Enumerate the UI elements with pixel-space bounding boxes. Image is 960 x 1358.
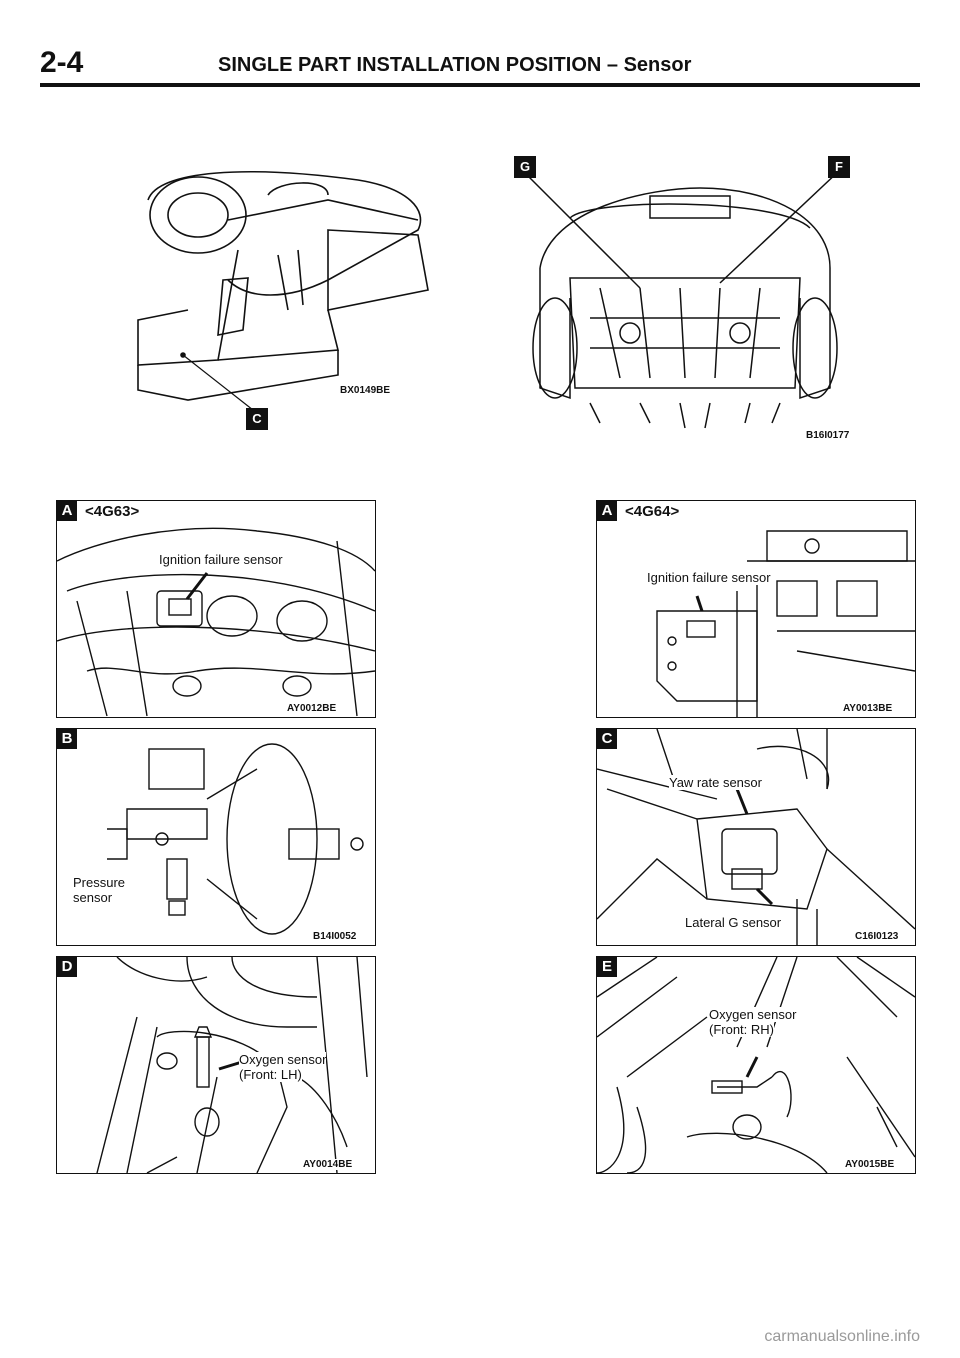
engine-4g64-illustration xyxy=(656,530,915,717)
panel-letter: E xyxy=(597,957,617,977)
underbody-illustration xyxy=(521,169,841,429)
panel-letter: A xyxy=(597,501,617,521)
sensor-label: Oxygen sensor xyxy=(709,1007,797,1022)
panel-b: B Pressure sensor B14I0052 xyxy=(56,728,376,946)
engine-variant: <4G63> xyxy=(85,503,140,520)
oxygen-lh-illustration xyxy=(96,957,368,1173)
watermark: carmanualsonline.info xyxy=(764,1328,920,1345)
panel-d: D Oxygen sensor (Front: LH) AY0014BE xyxy=(56,956,376,1174)
sensor-label: (Front: RH) xyxy=(709,1022,774,1037)
figure-code: AY0015BE xyxy=(845,1159,895,1170)
brake-booster-illustration xyxy=(107,743,364,935)
panel-letter: D xyxy=(57,957,77,977)
panel-a-4g63: A <4G63> Ignition failure sensor AY0012B… xyxy=(56,500,376,718)
panel-letter: A xyxy=(57,501,77,521)
yaw-sensor-illustration xyxy=(597,729,915,945)
page-header: 2-4 SINGLE PART INSTALLATION POSITION – … xyxy=(40,46,920,86)
interior-figure: BX0149BE C xyxy=(128,160,438,440)
underbody-figure: G F B16I0177 xyxy=(510,148,870,448)
sensor-label: Yaw rate sensor xyxy=(669,775,762,790)
page-number: 2-4 xyxy=(40,46,84,79)
figure-code: AY0012BE xyxy=(287,703,337,714)
panel-letter: C xyxy=(597,729,617,749)
header-rule xyxy=(40,83,920,87)
sensor-label: sensor xyxy=(73,890,113,905)
sensor-label: Oxygen sensor xyxy=(239,1052,327,1067)
figure-code: C16I0123 xyxy=(855,931,899,942)
engine-4g63-illustration xyxy=(57,527,375,717)
sensor-label: Ignition failure sensor xyxy=(159,552,283,567)
callout-g: G xyxy=(514,156,536,178)
sensor-label: Pressure xyxy=(73,875,126,890)
figure-code: AY0014BE xyxy=(303,1159,353,1170)
sensor-label: Ignition failure sensor xyxy=(647,570,771,585)
panel-e: E Oxygen sensor (Front: RH) AY0015BE xyxy=(596,956,916,1174)
figure-code: BX0149BE xyxy=(340,385,391,396)
panel-c: C Yaw rate sensor Lateral G sensor C16I0… xyxy=(596,728,916,946)
callout-c: C xyxy=(246,408,268,430)
sensor-label: (Front: LH) xyxy=(239,1067,302,1082)
panel-a-4g64: A <4G64> Ignition failure sensor AY0013B… xyxy=(596,500,916,718)
figure-code: AY0013BE xyxy=(843,703,893,714)
figure-code: B14I0052 xyxy=(313,931,357,942)
callout-f: F xyxy=(828,156,850,178)
oxygen-rh-illustration xyxy=(597,957,915,1173)
sensor-label: Lateral G sensor xyxy=(685,915,782,930)
panel-letter: B xyxy=(57,729,77,749)
figure-code: B16I0177 xyxy=(806,430,850,441)
dashboard-illustration xyxy=(137,171,429,411)
page-title: SINGLE PART INSTALLATION POSITION – Sens… xyxy=(218,54,692,76)
engine-variant: <4G64> xyxy=(625,503,680,520)
